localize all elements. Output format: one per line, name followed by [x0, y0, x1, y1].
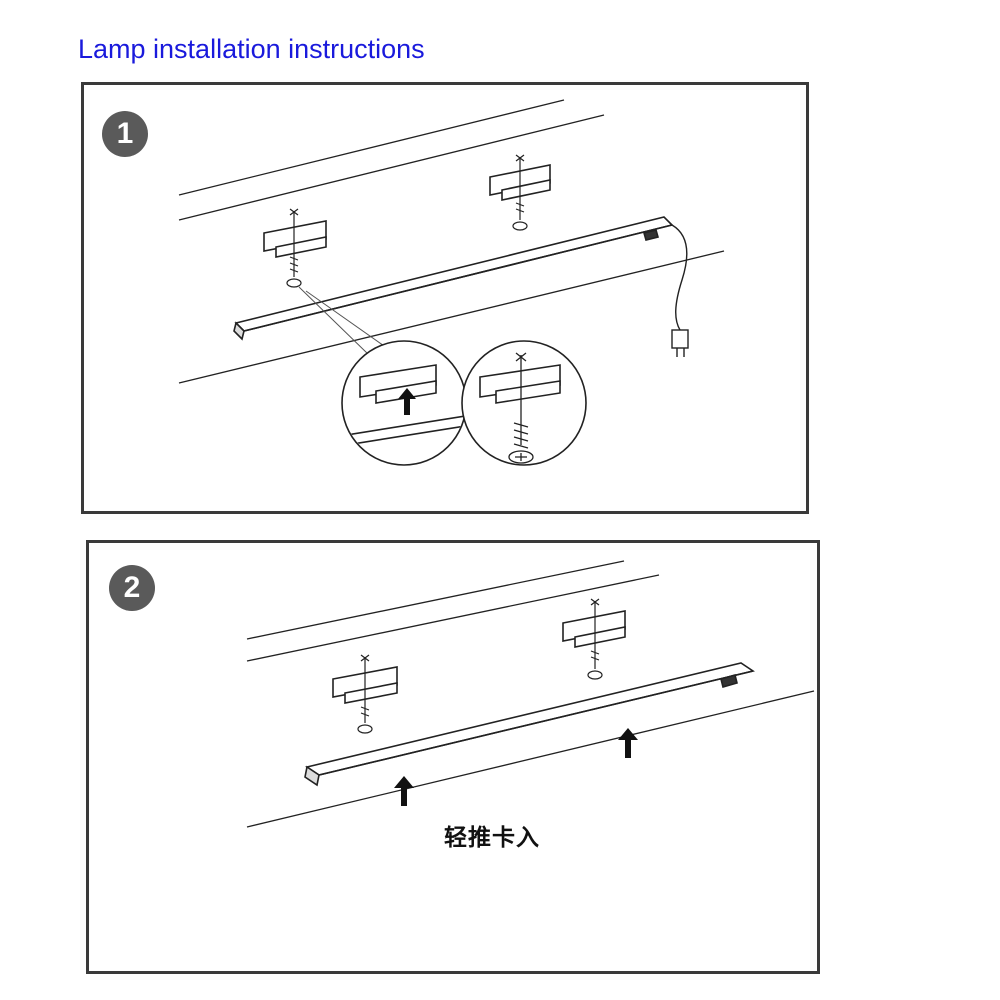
page-title: Lamp installation instructions	[78, 34, 425, 64]
screw-icon	[587, 598, 603, 680]
mounting-clip-icon	[562, 610, 626, 648]
screw-icon	[357, 654, 373, 734]
arrow-up-icon	[618, 728, 638, 758]
arrow-up-icon	[394, 776, 414, 806]
step-number-badge: 2	[109, 565, 155, 611]
step-1-illustration	[178, 99, 725, 466]
step-number-badge: 1	[102, 111, 148, 157]
mounting-clip-icon	[263, 220, 327, 258]
zoom-detail-screw	[461, 340, 587, 466]
power-cord	[671, 224, 688, 331]
zoom-detail-clip	[341, 340, 467, 466]
screw-icon	[508, 352, 534, 464]
ceiling-line	[246, 574, 660, 662]
step-1-panel: 1	[81, 82, 809, 514]
screw-icon	[512, 154, 528, 231]
ceiling-line	[178, 114, 605, 221]
ceiling-line	[246, 560, 625, 640]
step-caption: 轻推卡入	[444, 825, 540, 851]
arrow-up-icon	[398, 388, 416, 415]
step-2-panel: 2 轻推卡入	[86, 540, 820, 974]
ceiling-line	[178, 99, 565, 196]
power-plug-icon	[671, 329, 689, 357]
ceiling-line	[178, 250, 725, 384]
ceiling-line	[246, 690, 815, 828]
step-2-illustration	[246, 560, 815, 828]
lamp-bar	[304, 662, 755, 787]
screw-icon	[286, 208, 302, 288]
